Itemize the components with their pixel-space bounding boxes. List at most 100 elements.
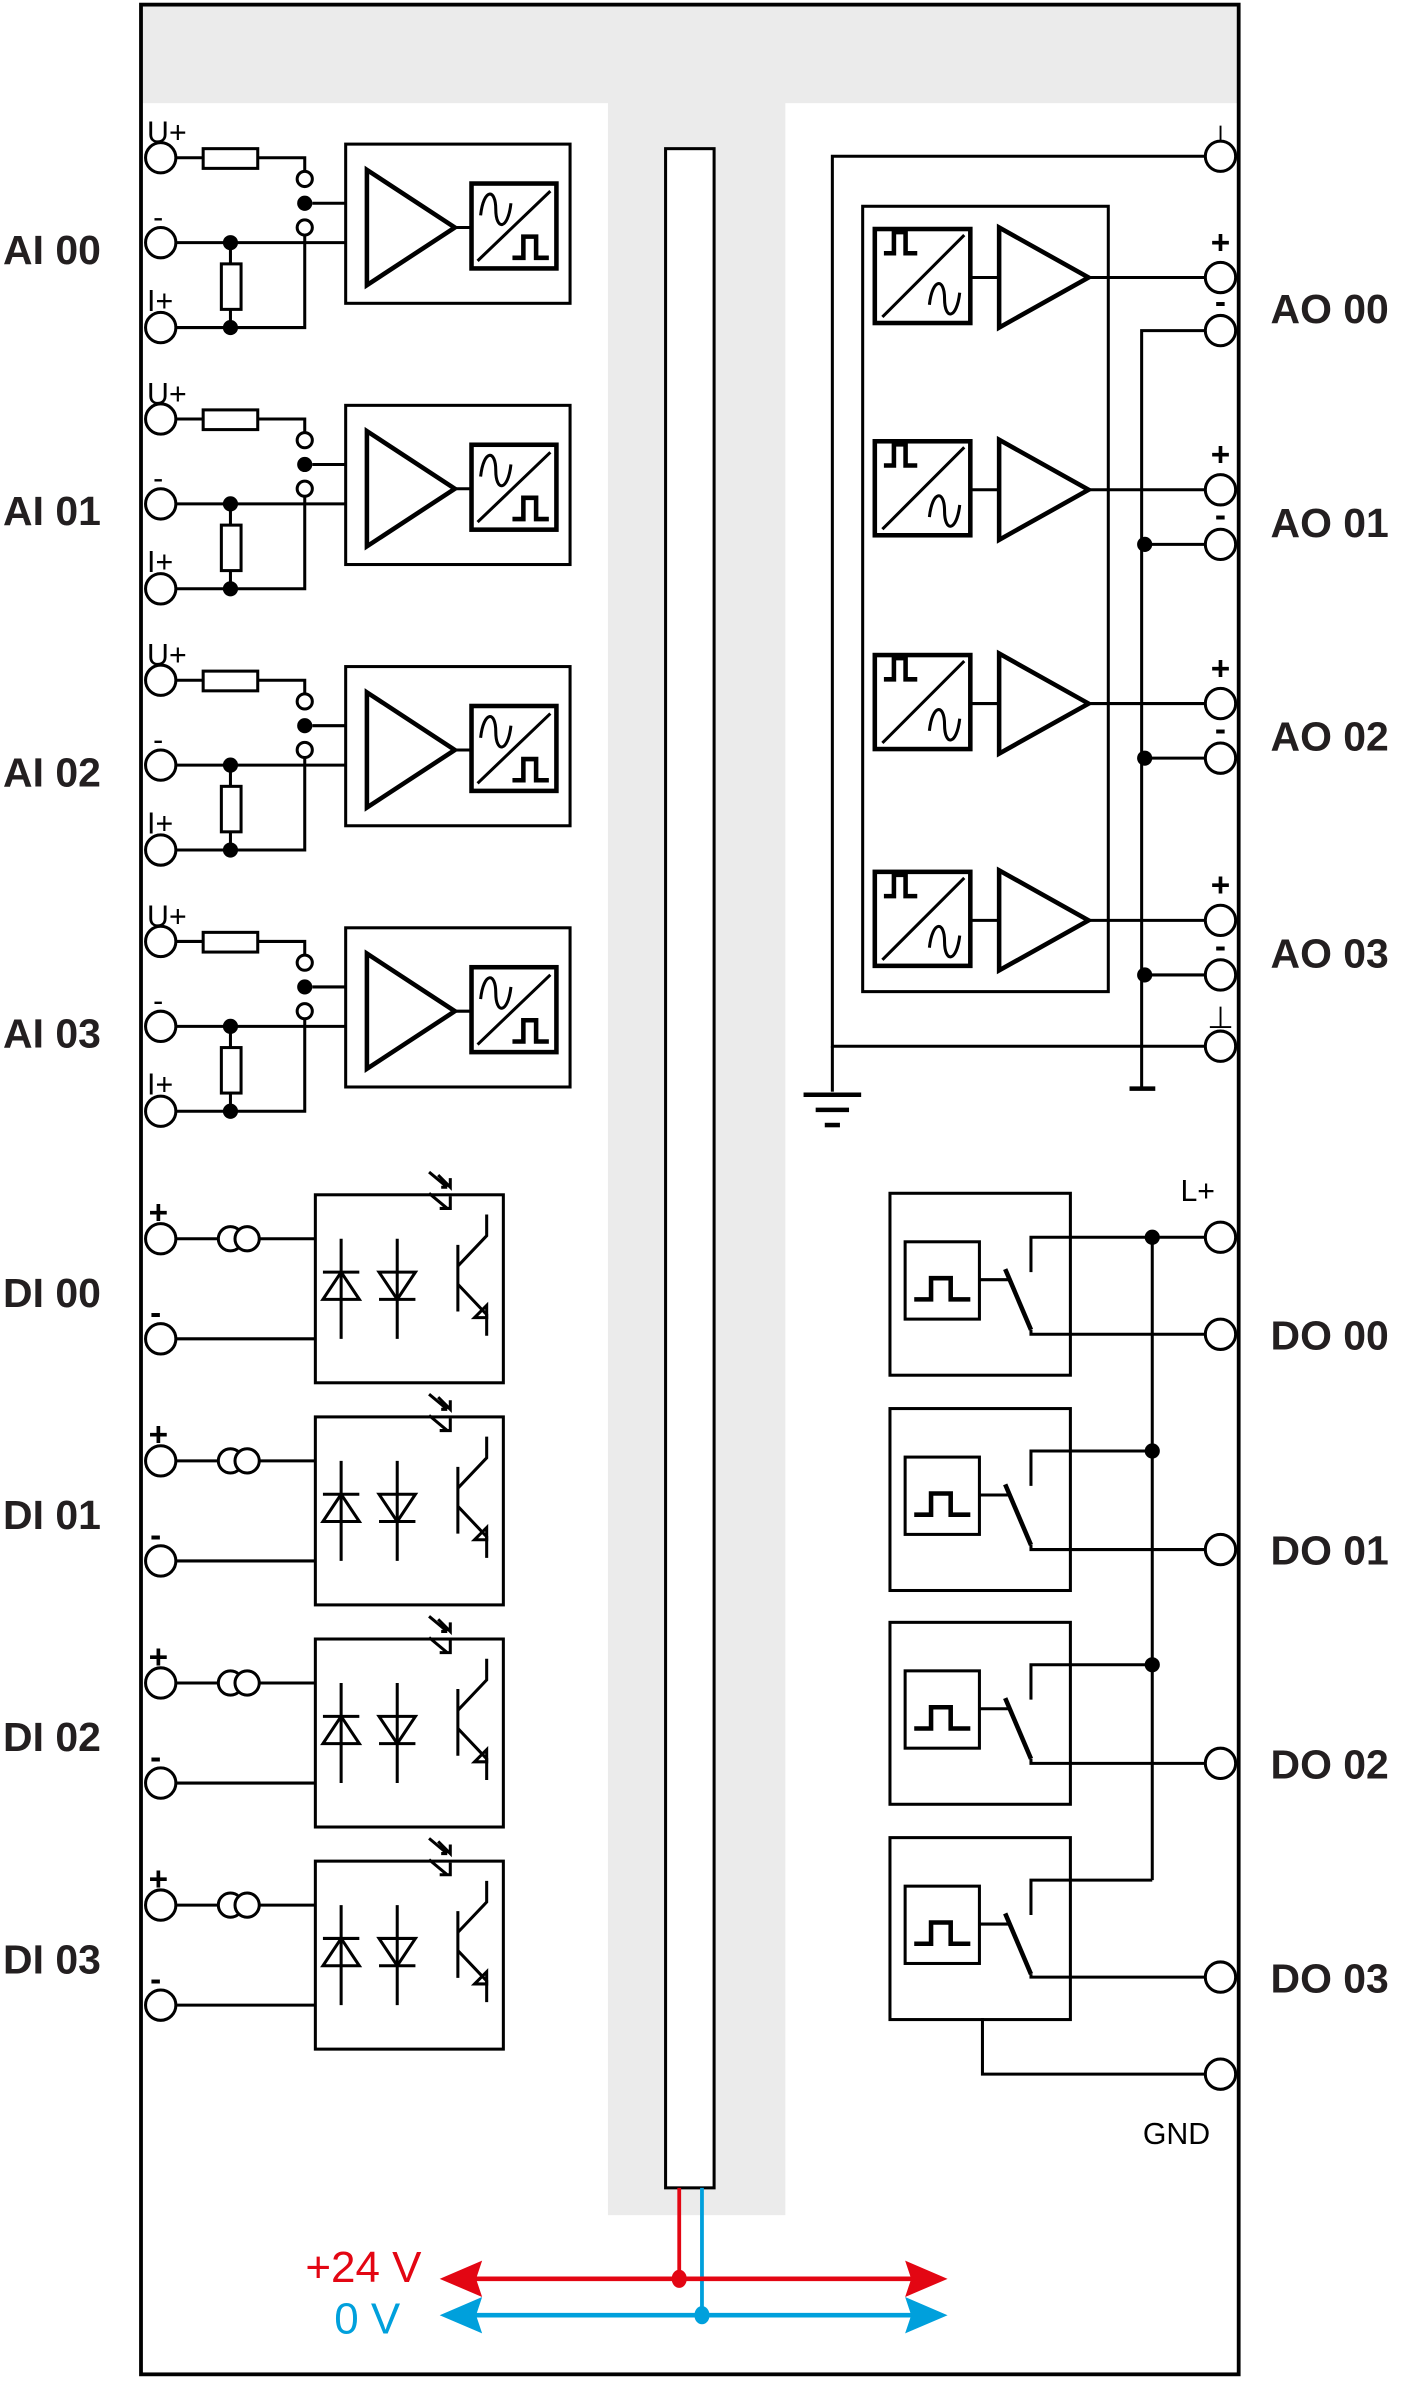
phototransistor-collector — [456, 1658, 489, 1712]
channel-label: DO 00 — [1271, 1312, 1389, 1358]
switch-supply-wire — [1029, 1235, 1153, 1273]
junction-dot — [1137, 967, 1153, 983]
minus-terminal-icon — [144, 748, 178, 782]
wire — [175, 757, 307, 852]
zero-rail-junction — [694, 2306, 710, 2325]
switch-blade-icon — [1003, 1268, 1034, 1331]
current-source-icon — [233, 1225, 261, 1253]
minus-terminal-icon — [1203, 958, 1238, 992]
minus-terminal-label: - — [1215, 928, 1226, 965]
switch-common-icon — [297, 718, 313, 734]
switch-common-icon — [297, 456, 313, 473]
terminal-label-minus: - — [153, 985, 163, 1018]
switch-supply-wire — [1029, 1878, 1153, 1915]
minus-terminal-icon — [144, 1009, 178, 1044]
led-icon — [376, 1270, 419, 1303]
light-emission-icon — [428, 1858, 452, 1877]
switch-contact-icon — [295, 169, 314, 189]
analog-output-channel: +-AO 01 — [872, 435, 1389, 562]
minus-terminal-label: - — [150, 1739, 161, 1776]
pulse-icon — [512, 756, 549, 783]
minus-terminal-label: - — [150, 1295, 161, 1332]
wire — [175, 235, 307, 330]
converter-diagonal — [881, 446, 966, 531]
voltage-terminal-icon — [144, 663, 178, 697]
emitter-arrow-icon — [470, 1523, 489, 1542]
junction-dot — [1144, 1229, 1160, 1245]
digital-input-section: DI 00+-DI 01+-DI 02+-DI 03+- — [3, 1170, 505, 2051]
optocoupler-box — [313, 1859, 505, 2051]
shunt-resistor-icon — [219, 784, 243, 834]
pulse-icon — [914, 1275, 971, 1302]
switch-output-wire — [1029, 1758, 1206, 1765]
led-icon — [320, 1269, 363, 1301]
voltage-terminal-icon — [144, 924, 178, 959]
power-supply-rails: +24 V 0 V — [305, 2187, 948, 2343]
amplifier-icon — [364, 949, 459, 1074]
amplifier-icon — [364, 688, 459, 812]
switch-contact-icon — [295, 692, 314, 711]
amplifier-icon — [364, 165, 459, 290]
channel-label: AI 00 — [3, 227, 101, 273]
sine-wave-icon — [479, 976, 513, 1010]
terminal-label-minus: - — [153, 724, 163, 757]
resistor-icon — [201, 669, 260, 693]
converter-diagonal — [476, 190, 552, 262]
pulse-icon — [883, 872, 918, 899]
earth-ground-icon — [803, 1092, 862, 1128]
wire — [257, 417, 307, 433]
current-source-icon — [233, 1891, 261, 1919]
shunt-resistor-icon — [219, 1046, 243, 1095]
switch-output-wire — [1029, 1329, 1206, 1336]
channel-label: AO 02 — [1271, 714, 1389, 760]
zero-rail-arrow-left — [439, 2297, 483, 2334]
logic-control-icon — [903, 1455, 981, 1536]
digital-output-channel: DO 01 — [888, 1407, 1389, 1593]
minus-common-wire — [1140, 329, 1206, 1089]
switch-contact-icon — [295, 479, 314, 498]
light-emission-icon — [428, 1636, 452, 1655]
pulse-icon — [512, 495, 549, 522]
junction-dot — [1137, 750, 1153, 766]
switch-output-wire — [1029, 1974, 1206, 1979]
channel-label: DI 02 — [3, 1714, 101, 1760]
converter-diagonal — [881, 234, 966, 319]
light-emission-icon — [428, 1192, 452, 1210]
phototransistor-collector — [456, 1214, 489, 1268]
plus-terminal-icon — [1203, 903, 1238, 938]
pulse-icon — [914, 1920, 971, 1947]
led-icon — [376, 1936, 419, 1969]
amplifier-icon — [996, 866, 1094, 975]
switch-supply-wire — [1029, 1663, 1153, 1700]
switch-common-icon — [297, 195, 313, 211]
pulse-icon — [883, 442, 918, 468]
channel-label: AI 01 — [3, 488, 101, 534]
channel-label: DO 02 — [1271, 1741, 1389, 1787]
minus-terminal-icon — [1203, 741, 1238, 775]
analog-output-section: ⊥⊥+-AO 00+-AO 01+-AO 02+-AO 03 — [803, 121, 1389, 1128]
optocoupler-box — [313, 1193, 505, 1385]
converter-diagonal — [881, 876, 966, 961]
sine-wave-icon — [479, 715, 513, 749]
led-icon — [320, 1491, 363, 1524]
converter-diagonal — [476, 973, 552, 1046]
zero-rail-label: 0 V — [334, 2294, 401, 2343]
minus-terminal-label: - — [1215, 283, 1226, 320]
plus-terminal-icon — [144, 1666, 178, 1700]
channel-label: DI 00 — [3, 1270, 101, 1316]
housing-border — [139, 2, 1241, 2377]
switch-blade-icon — [1003, 1483, 1034, 1546]
minus-terminal-icon — [144, 487, 178, 521]
sine-wave-icon — [479, 453, 513, 488]
analog-input-channel: AI 02U+-I+ — [3, 639, 572, 867]
minus-terminal-icon — [144, 1988, 178, 2022]
terminal-label-minus: - — [153, 463, 163, 496]
logic-control-icon — [903, 1240, 981, 1321]
resistor-icon — [201, 147, 260, 170]
led-icon — [376, 1492, 419, 1525]
minus-terminal-icon — [144, 225, 178, 260]
amplifier-icon — [996, 649, 1094, 758]
switch-common-icon — [297, 979, 313, 995]
